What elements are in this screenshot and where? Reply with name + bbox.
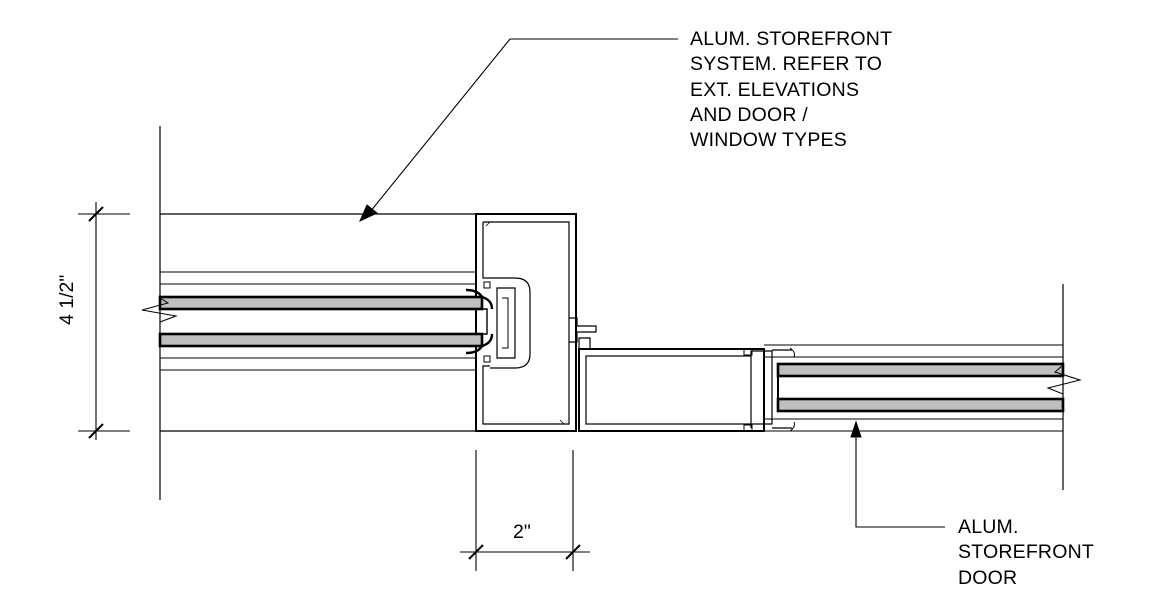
callout-line: ALUM. STOREFRONT (690, 28, 893, 50)
callout-line: AND DOOR / (690, 103, 808, 126)
door-glazing-unit (776, 362, 1082, 413)
storefront-door-leader (850, 420, 945, 528)
callout-line: WINDOW TYPES (690, 129, 847, 152)
callout-line: DOOR (958, 566, 1018, 589)
frame-width-dimension (460, 450, 590, 571)
storefront-door-callout: ALUM. STOREFRONT DOOR (958, 515, 1094, 591)
callout-line: ALUM. (958, 516, 1019, 538)
door-stile-section (578, 337, 1063, 432)
storefront-frame-section (160, 213, 597, 432)
fixed-glazing-unit (141, 288, 494, 355)
frame-depth-dimension (78, 202, 130, 440)
callout-line: STOREFRONT (958, 541, 1094, 564)
callout-line: EXT. ELEVATIONS (690, 78, 860, 101)
frame-width-label: 2" (513, 521, 531, 543)
storefront-system-callout: ALUM. STOREFRONT SYSTEM. REFER TO EXT. E… (690, 27, 892, 153)
storefront-system-leader (359, 38, 678, 223)
callout-line: SYSTEM. REFER TO (690, 53, 883, 76)
frame-depth-label: 4 1/2" (56, 274, 78, 325)
